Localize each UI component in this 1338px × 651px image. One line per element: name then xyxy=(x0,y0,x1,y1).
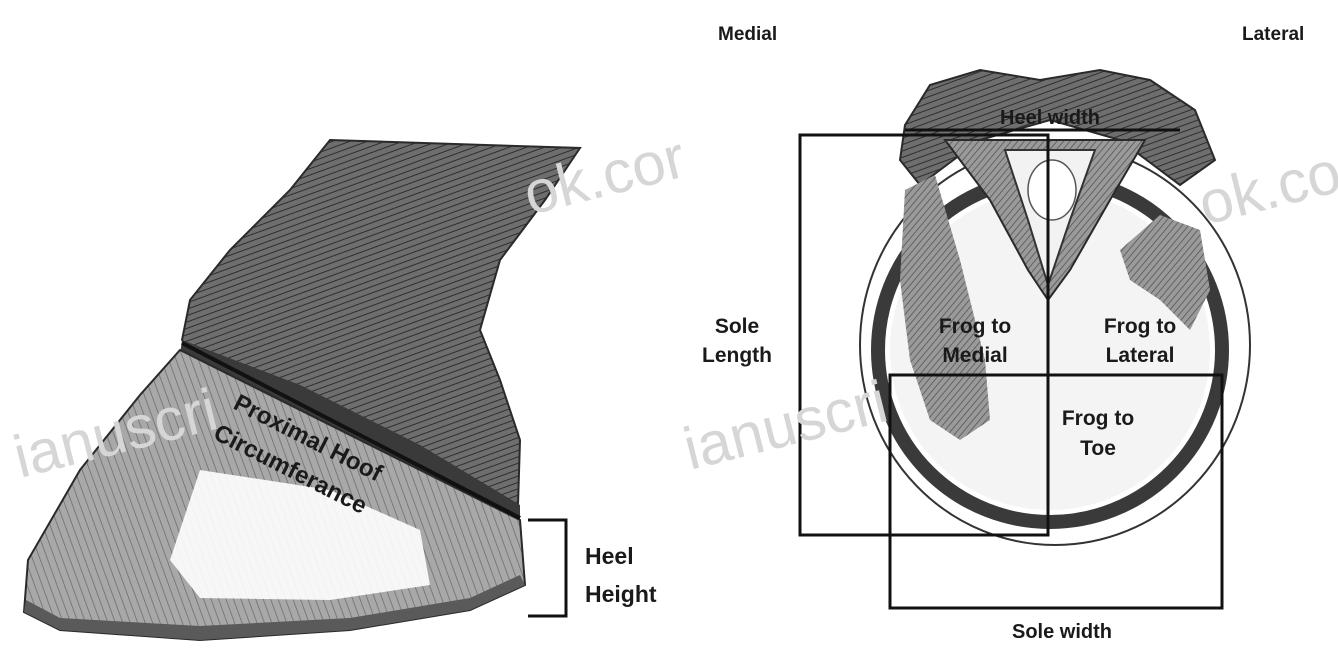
label-heel-height-1: Heel xyxy=(585,543,634,569)
label-frog-to-lateral-1: Frog to xyxy=(1104,315,1176,338)
label-frog-to-lateral-2: Lateral xyxy=(1106,344,1175,367)
label-frog-to-toe-1: Frog to xyxy=(1062,407,1134,430)
central-sulcus xyxy=(1028,160,1076,220)
label-heel-height-2: Height xyxy=(585,581,657,607)
label-lateral: Lateral xyxy=(1242,24,1304,45)
label-frog-to-toe-2: Toe xyxy=(1080,437,1116,460)
label-sole-length-1: Sole xyxy=(715,315,759,338)
label-frog-to-medial-2: Medial xyxy=(942,344,1007,367)
label-heel-width: Heel width xyxy=(1000,107,1100,129)
watermark-right-top: ok.co xyxy=(1192,138,1338,238)
label-sole-length-2: Length xyxy=(702,344,772,367)
label-medial: Medial xyxy=(718,24,777,45)
label-sole-width: Sole width xyxy=(1012,621,1112,643)
heel-height-bracket xyxy=(528,520,566,616)
watermark-left-top: ok.cor xyxy=(517,123,692,228)
side-view-hoof xyxy=(24,140,580,640)
watermark-right-bottom: ianuscri xyxy=(677,368,894,483)
label-frog-to-medial-1: Frog to xyxy=(939,315,1011,338)
sole-view-hoof xyxy=(800,70,1250,608)
